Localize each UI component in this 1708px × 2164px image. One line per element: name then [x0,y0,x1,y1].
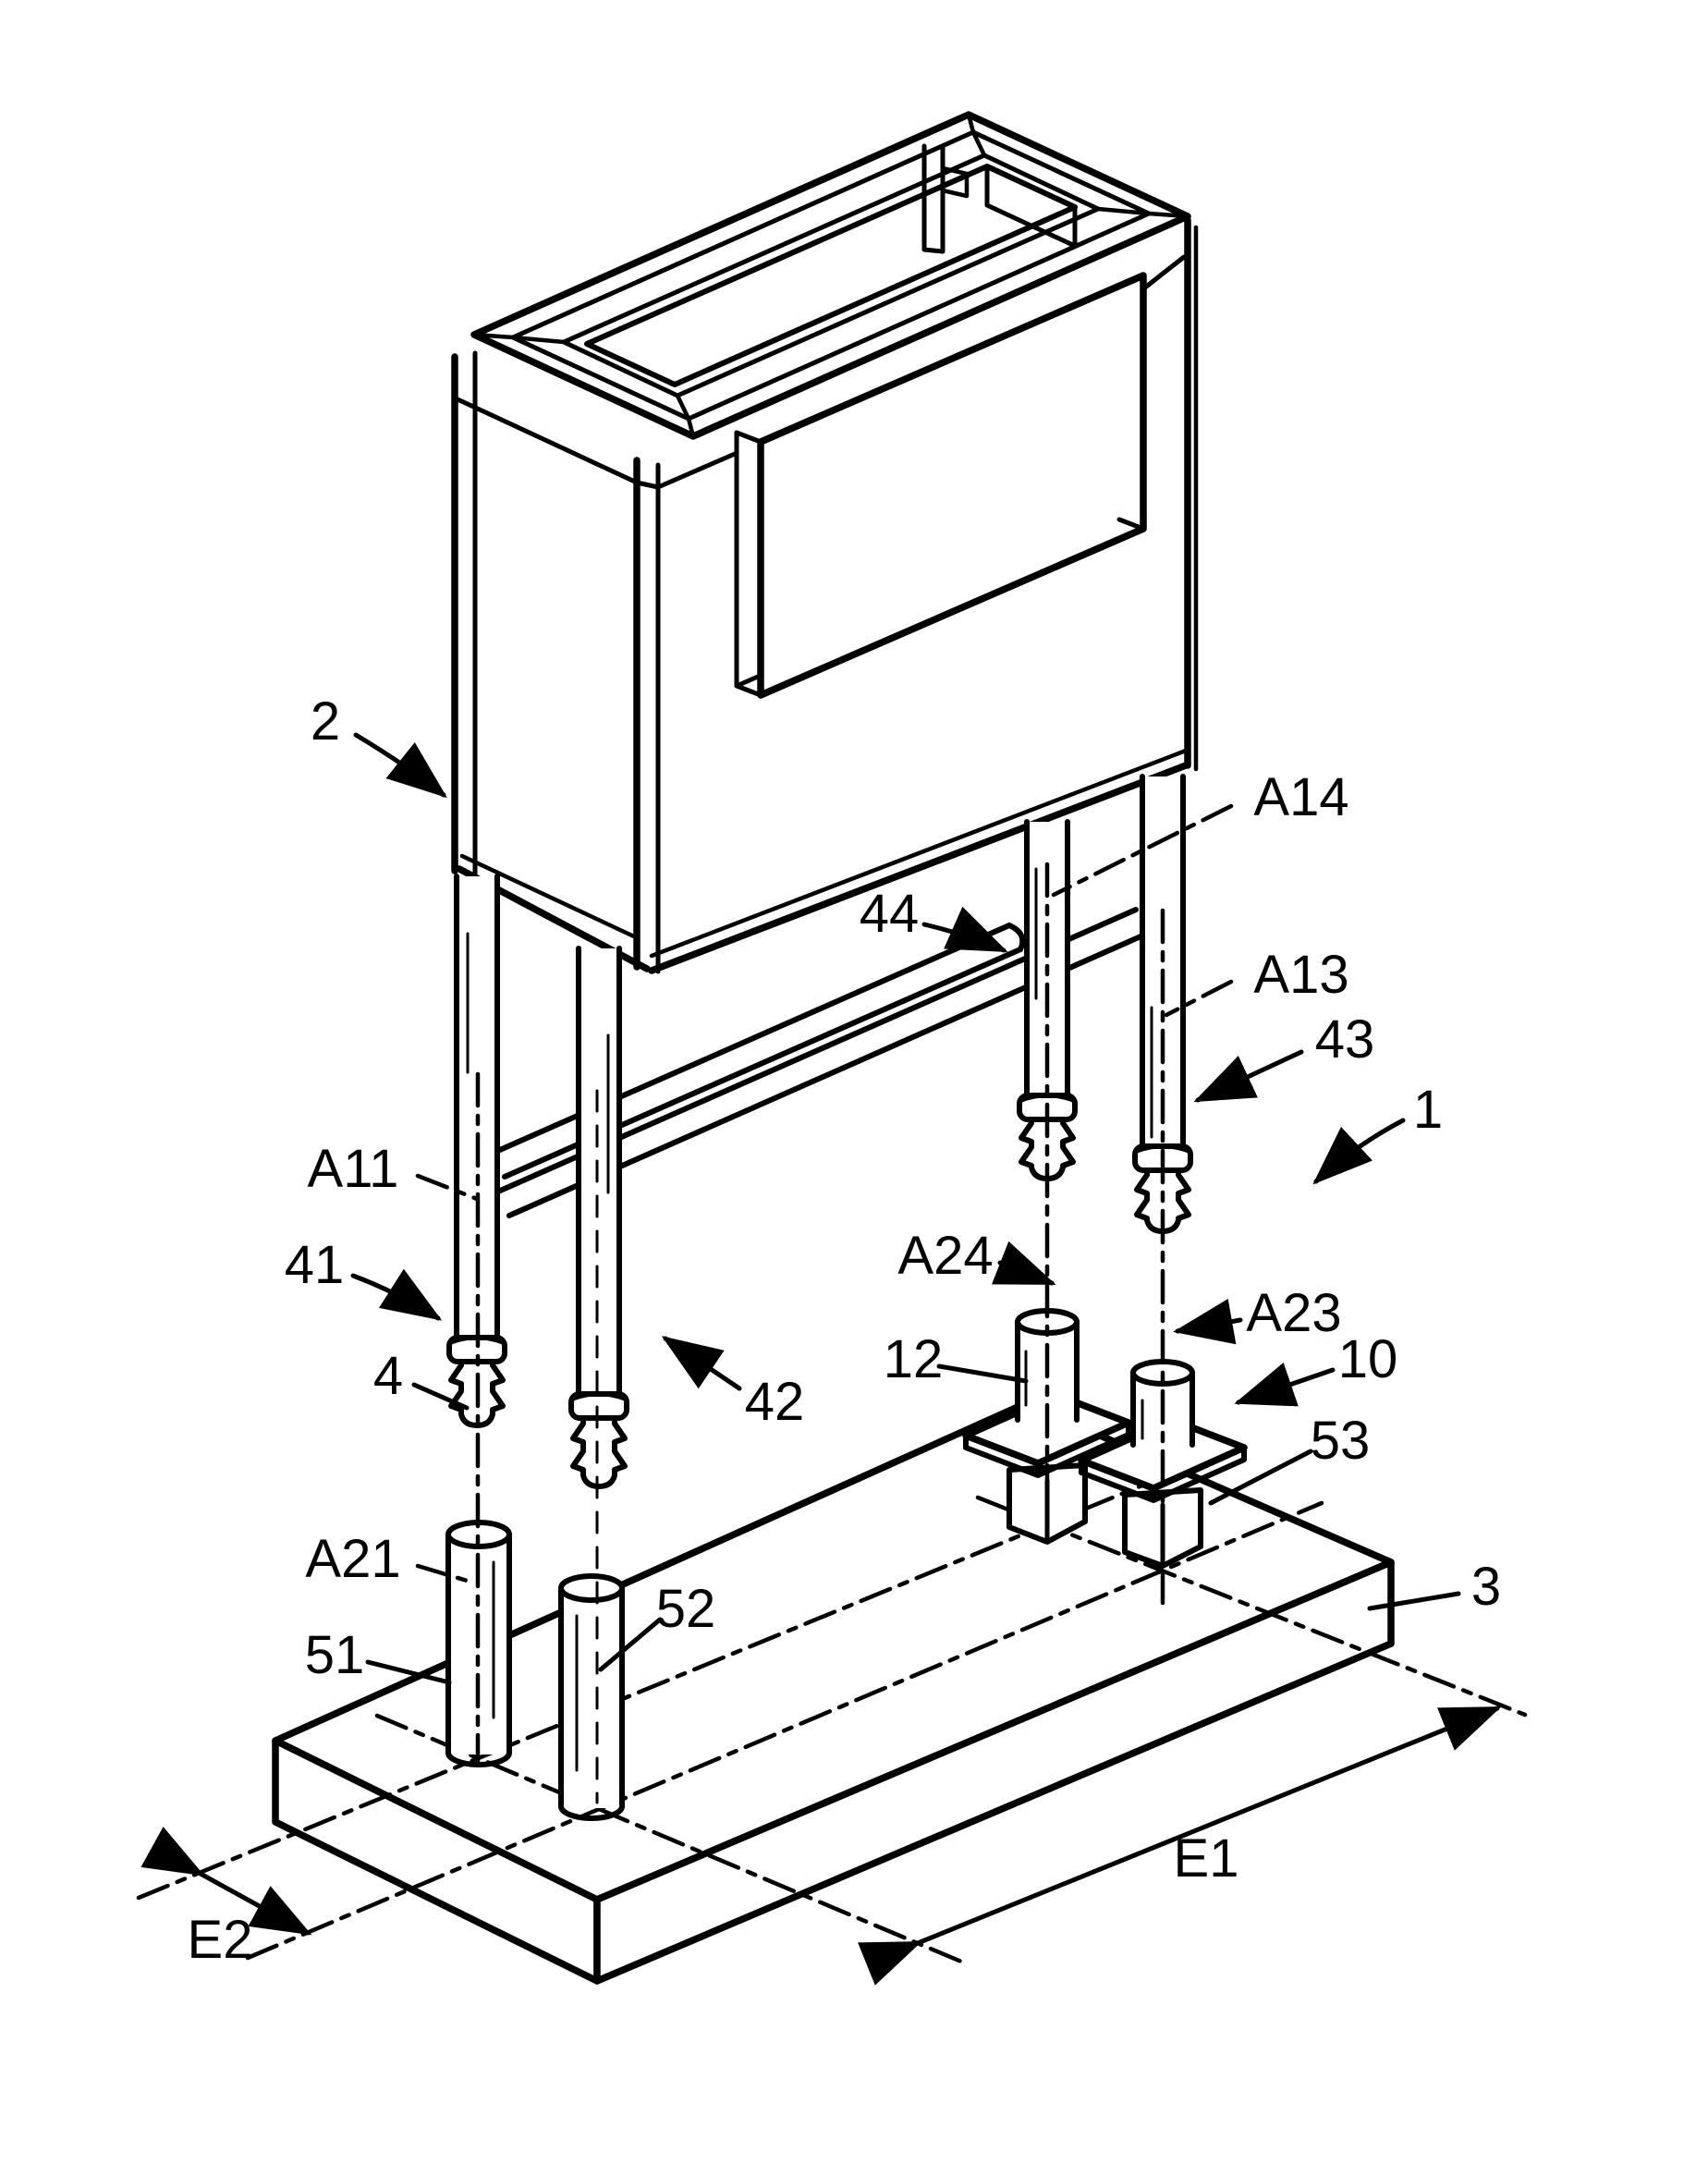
label-44: 44 [860,884,920,944]
label-a23: A23 [1246,1283,1341,1343]
label-a11: A11 [308,1139,399,1199]
leader-4 [411,1382,470,1411]
label-e1: E1 [1174,1828,1239,1889]
brace-upper-cap [1006,923,1026,952]
label-a13: A13 [1253,945,1348,1005]
centerline-front-row [245,1500,1324,1961]
leader-41 [350,1268,443,1321]
label-2: 2 [311,691,340,752]
label-52: 52 [656,1579,716,1639]
label-e2: E2 [188,1910,253,1970]
e1-dimension-line [858,1706,1502,1986]
flush-panel [734,272,1147,699]
base-plate [272,1400,1395,1985]
leader-52 [598,1617,663,1672]
leader-53 [1208,1449,1313,1506]
label-53: 53 [1311,1411,1371,1471]
label-a24: A24 [897,1226,993,1286]
dimensions [140,1706,1502,1986]
leader-12 [936,1363,1029,1384]
label-42: 42 [745,1372,805,1432]
leg-42 [568,946,629,1489]
label-10: 10 [1338,1329,1398,1389]
leader-43 [1193,1049,1304,1103]
labels: 2 A14 44 A13 43 1 A11 41 4 42 A24 12 A23… [188,691,1502,1970]
leader-a13 [1164,979,1234,1018]
tank-inner-wall [984,164,1078,249]
centerline-right-pair [975,1495,1528,1718]
tank-body [451,111,1199,974]
leader-a24 [992,1241,1056,1286]
leader-a14 [1051,803,1234,898]
leader-1 [1312,1118,1406,1185]
centerline-back-row [136,1439,1250,1901]
e2-dimension-line [140,1827,312,1936]
axes [475,862,1165,1804]
label-12: 12 [884,1329,944,1389]
leader-a23 [1173,1298,1243,1345]
label-a21: A21 [305,1529,400,1589]
tank-rim-band [455,397,738,490]
label-41: 41 [285,1235,345,1295]
post-52 [558,1573,625,1821]
label-51: 51 [305,1625,365,1685]
leader-51 [365,1659,452,1685]
leader-42 [661,1336,742,1391]
label-4: 4 [373,1346,403,1406]
tank-inner-clip [940,165,970,199]
label-a14: A14 [1253,767,1348,827]
leader-44 [921,906,1008,953]
label-3: 3 [1471,1557,1501,1617]
leader-a21 [415,1563,476,1585]
leader-a11 [415,1173,480,1202]
leader-10 [1234,1363,1336,1407]
label-1: 1 [1413,1080,1443,1140]
label-43: 43 [1315,1009,1375,1070]
leaders [350,732,1461,1685]
tank-inner-bracket [921,143,946,254]
leader-3 [1367,1591,1461,1611]
leader-2 [353,732,447,799]
